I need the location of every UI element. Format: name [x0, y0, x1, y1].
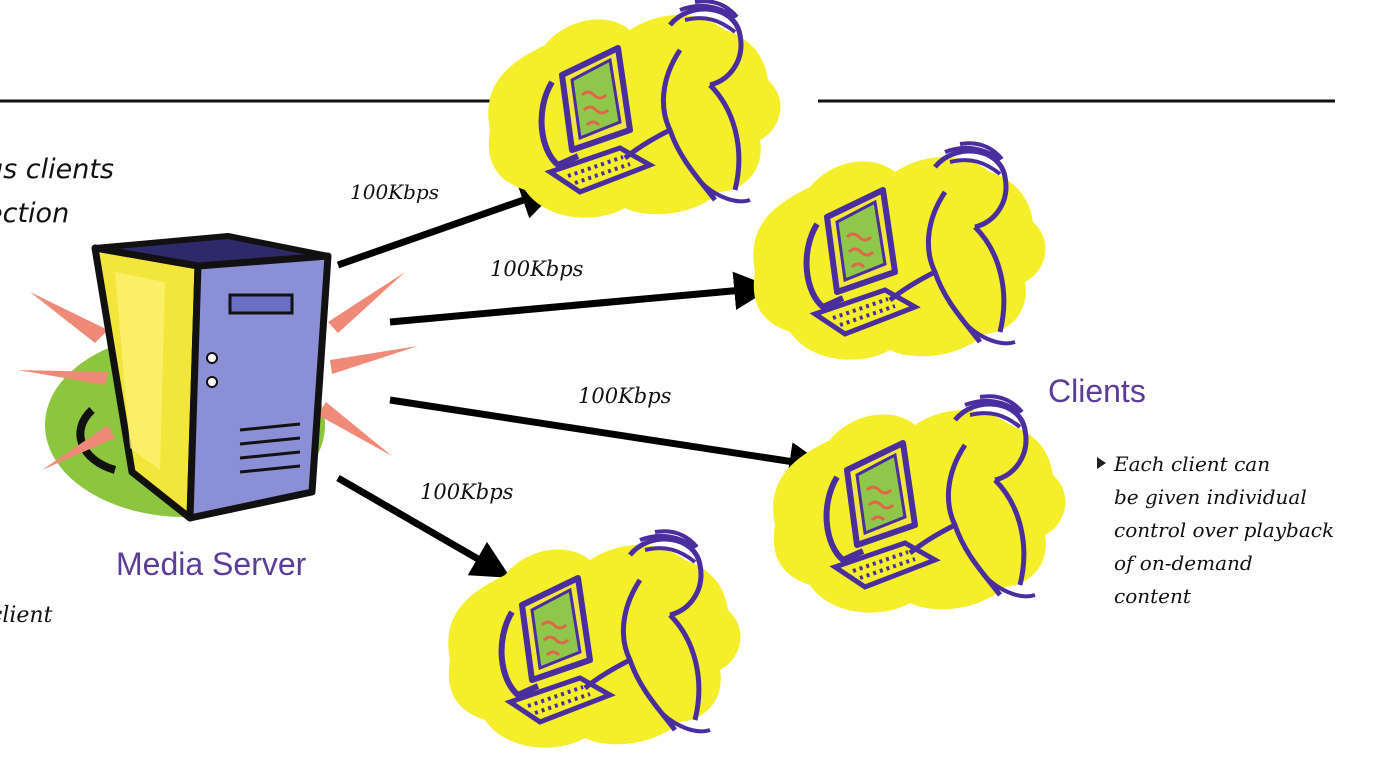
- left-caption-client: client: [0, 603, 53, 628]
- arrow-to-client-4: [336, 474, 511, 578]
- media-server-label: Media Server: [116, 546, 307, 582]
- server-tower-icon: [18, 233, 418, 522]
- clients-note-text: Each client can be given individual cont…: [1114, 452, 1335, 608]
- link-rate-label: 100Kbps: [490, 257, 584, 281]
- link-rate-label: 100Kbps: [578, 384, 672, 408]
- clients-label: Clients: [1048, 373, 1146, 409]
- arrow-to-client-2: [389, 271, 773, 326]
- link-rate-label: 100Kbps: [420, 480, 514, 504]
- user-at-computer-icon: [773, 396, 1065, 612]
- left-caption: us clients ection: [0, 154, 114, 229]
- user-at-computer-icon: [488, 1, 780, 217]
- user-at-computer-icon: [753, 143, 1045, 359]
- arrow-to-client-1: [336, 182, 560, 269]
- link-rate-label: 100Kbps: [350, 180, 439, 204]
- arrow-to-client-3: [389, 396, 828, 481]
- bullet-triangle-icon: [1097, 457, 1106, 469]
